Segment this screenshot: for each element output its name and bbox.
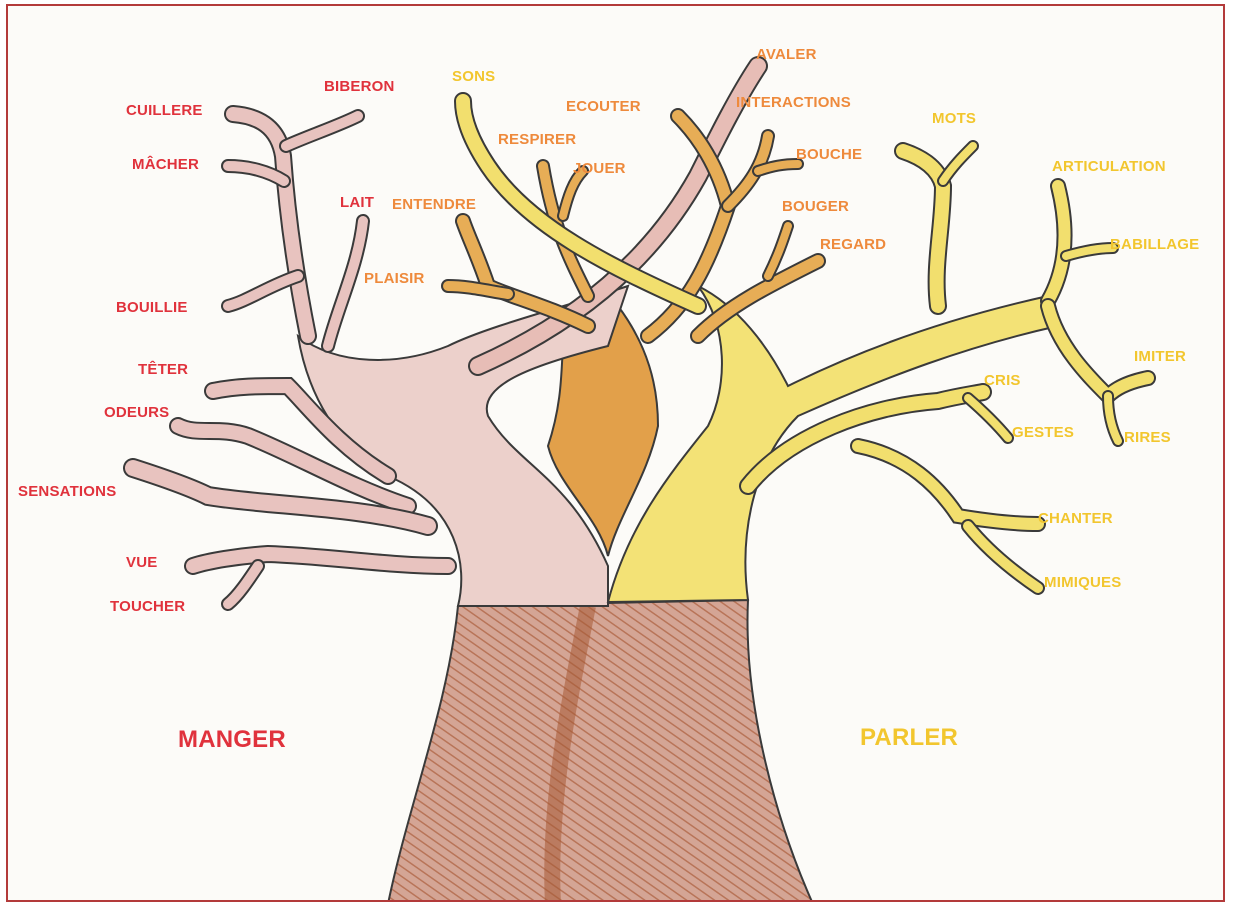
label-vue: VUE [126,554,157,571]
label-plaisir: PLAISIR [364,270,425,287]
label-toucher: TOUCHER [110,598,185,615]
label-imiter: IMITER [1134,348,1186,365]
trunk [388,600,813,902]
label-biberon: BIBERON [324,78,395,95]
tree-illustration [8,6,1225,902]
label-jouer: JOUER [573,160,626,177]
label-gestes: GESTES [1012,424,1074,441]
label-cris: CRIS [984,372,1021,389]
label-interactions: INTERACTIONS [736,94,851,111]
label-rires: RIRES [1124,429,1171,446]
label-odeurs: ODEURS [104,404,169,421]
label-articulation: ARTICULATION [1052,158,1166,175]
label-avaler: AVALER [756,46,817,63]
label-babillage: BABILLAGE [1110,236,1199,253]
label-ecouter: ECOUTER [566,98,641,115]
label-chanter: CHANTER [1038,510,1113,527]
label-mots: MOTS [932,110,976,127]
diagram-frame: BIBERON CUILLERE MÂCHER LAIT BOUILLIE TÊ… [6,4,1225,902]
label-mimiques: MIMIQUES [1044,574,1121,591]
label-lait: LAIT [340,194,374,211]
label-bouillie: BOUILLIE [116,299,188,316]
label-regard: REGARD [820,236,886,253]
label-sensations: SENSATIONS [18,483,116,500]
label-bouger: BOUGER [782,198,849,215]
label-macher: MÂCHER [132,156,199,173]
label-respirer: RESPIRER [498,131,576,148]
title-manger: MANGER [178,726,286,754]
title-parler: PARLER [860,724,958,752]
label-cuillere: CUILLERE [126,102,203,119]
shared-branches [448,116,818,336]
label-sons: SONS [452,68,495,85]
label-teter: TÊTER [138,361,188,378]
label-entendre: ENTENDRE [392,196,476,213]
label-bouche: BOUCHE [796,146,862,163]
